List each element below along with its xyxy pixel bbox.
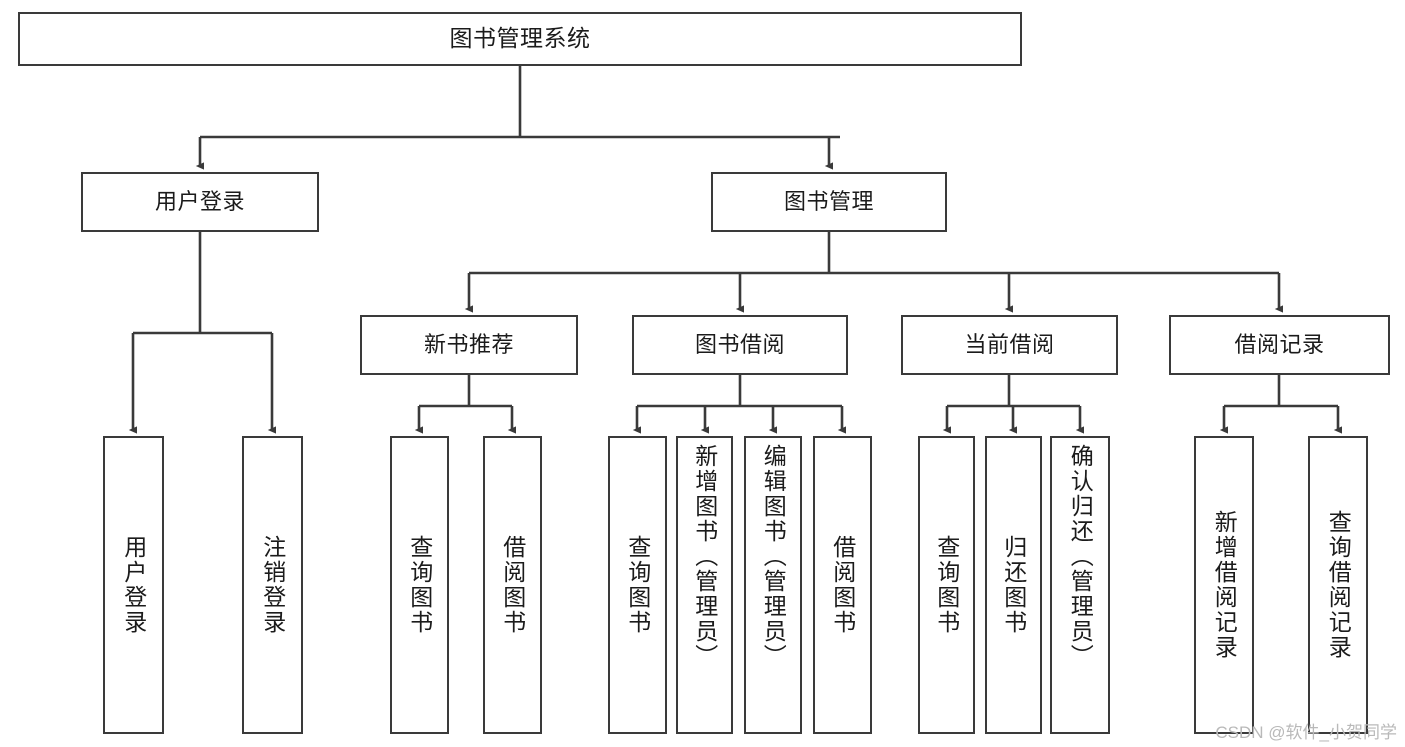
node-leaf-current-query-book-label: 查询图书 — [933, 535, 960, 635]
node-leaf-borrow-book-label: 借阅图书 — [829, 535, 856, 635]
node-leaf-add-borrow-record[interactable]: 新增借阅记录 — [1194, 436, 1254, 734]
node-leaf-confirm-return-label: 确认归还（管理员） — [1067, 444, 1094, 669]
node-leaf-user-login[interactable]: 用户登录 — [103, 436, 164, 734]
node-leaf-recommend-borrow-book[interactable]: 借阅图书 — [483, 436, 542, 734]
node-leaf-confirm-return[interactable]: 确认归还（管理员） — [1050, 436, 1110, 734]
node-new-book-recommend-label: 新书推荐 — [423, 332, 514, 358]
node-leaf-borrow-query-book-label: 查询图书 — [624, 535, 651, 635]
node-leaf-query-borrow-record-label: 查询借阅记录 — [1325, 510, 1352, 660]
node-leaf-return-book[interactable]: 归还图书 — [985, 436, 1042, 734]
node-current-borrow-label: 当前借阅 — [964, 332, 1055, 358]
node-root-system-label: 图书管理系统 — [449, 25, 591, 52]
node-leaf-add-book-label: 新增图书（管理员） — [691, 444, 718, 669]
node-root-system[interactable]: 图书管理系统 — [18, 12, 1022, 66]
node-leaf-add-book[interactable]: 新增图书（管理员） — [676, 436, 733, 734]
node-leaf-borrow-query-book[interactable]: 查询图书 — [608, 436, 667, 734]
node-new-book-recommend[interactable]: 新书推荐 — [360, 315, 578, 375]
node-leaf-recommend-query-book-label: 查询图书 — [406, 535, 433, 635]
node-borrow-record[interactable]: 借阅记录 — [1169, 315, 1390, 375]
csdn-watermark: CSDN @软件_小贺同学 — [1215, 723, 1397, 742]
node-leaf-add-borrow-record-label: 新增借阅记录 — [1211, 510, 1238, 660]
node-book-borrow[interactable]: 图书借阅 — [632, 315, 848, 375]
node-current-borrow[interactable]: 当前借阅 — [901, 315, 1118, 375]
node-leaf-query-borrow-record[interactable]: 查询借阅记录 — [1308, 436, 1368, 734]
node-leaf-edit-book-label: 编辑图书（管理员） — [760, 444, 787, 669]
node-leaf-recommend-borrow-book-label: 借阅图书 — [499, 535, 526, 635]
node-leaf-logout-label: 注销登录 — [259, 535, 286, 635]
node-book-manage-label: 图书管理 — [783, 189, 874, 215]
node-leaf-logout[interactable]: 注销登录 — [242, 436, 303, 734]
node-leaf-return-book-label: 归还图书 — [1000, 535, 1027, 635]
node-leaf-user-login-label: 用户登录 — [120, 535, 147, 635]
node-leaf-current-query-book[interactable]: 查询图书 — [918, 436, 975, 734]
node-leaf-borrow-book[interactable]: 借阅图书 — [813, 436, 872, 734]
node-user-login[interactable]: 用户登录 — [81, 172, 319, 232]
node-book-manage[interactable]: 图书管理 — [711, 172, 947, 232]
node-book-borrow-label: 图书借阅 — [694, 332, 785, 358]
node-leaf-edit-book[interactable]: 编辑图书（管理员） — [744, 436, 802, 734]
node-user-login-label: 用户登录 — [154, 189, 245, 215]
node-borrow-record-label: 借阅记录 — [1234, 332, 1325, 358]
node-leaf-recommend-query-book[interactable]: 查询图书 — [390, 436, 449, 734]
